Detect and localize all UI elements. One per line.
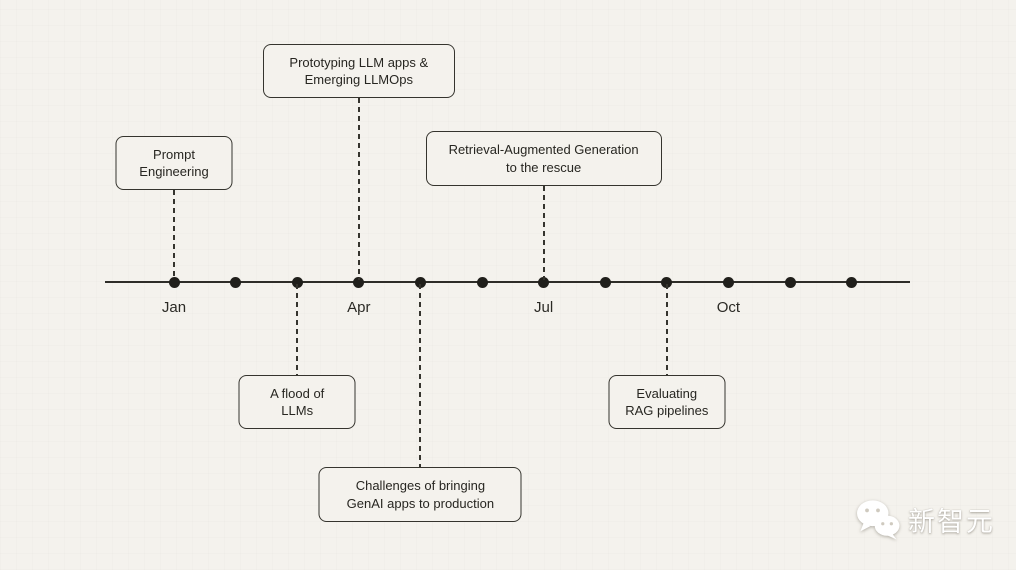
timeline-dot <box>846 276 858 288</box>
event-box-flood-of-llms: A flood of LLMs <box>238 375 356 429</box>
connector-challenges <box>419 284 422 467</box>
connector-prototyping <box>357 98 360 280</box>
timeline-dot <box>414 276 426 288</box>
event-box-prototyping-llm-apps: Prototyping LLM apps & Emerging LLMOps <box>262 44 455 98</box>
timeline-dot <box>476 276 488 288</box>
event-box-evaluating-rag-pipelines: Evaluating RAG pipelines <box>608 375 726 429</box>
watermark: 新智元 <box>855 498 995 540</box>
timeline-dot <box>168 276 180 288</box>
timeline-axis <box>105 281 910 283</box>
connector-flood-llms <box>296 284 299 375</box>
watermark-text: 新智元 <box>908 506 995 537</box>
connector-evaluating-rag <box>665 284 668 375</box>
wechat-logo-icon <box>855 498 901 540</box>
event-box-challenges-production: Challenges of bringing GenAI apps to pro… <box>318 467 522 522</box>
month-label-apr: Apr <box>347 299 371 316</box>
month-label-jan: Jan <box>161 299 187 316</box>
connector-rag-rescue <box>542 186 545 280</box>
event-box-rag-to-the-rescue: Retrieval-Augmented Generation to the re… <box>425 131 662 186</box>
timeline-dot <box>230 276 242 288</box>
timeline-dot <box>599 276 611 288</box>
timeline-dot <box>538 276 550 288</box>
timeline-dot <box>784 276 796 288</box>
event-box-prompt-engineering: Prompt Engineering <box>115 136 233 190</box>
timeline-dot <box>661 276 673 288</box>
month-label-jul: Jul <box>534 299 554 316</box>
timeline-dot <box>722 276 734 288</box>
timeline-dot <box>291 276 303 288</box>
connector-prompt-engineering <box>173 190 175 280</box>
timeline-dot <box>353 276 365 288</box>
month-label-oct: Oct <box>716 299 741 316</box>
